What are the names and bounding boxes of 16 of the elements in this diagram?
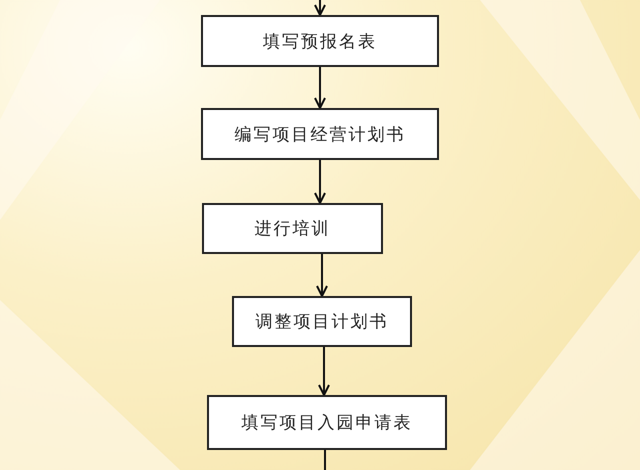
arrow xyxy=(314,160,326,204)
process-box xyxy=(207,395,447,450)
process-box xyxy=(202,203,383,254)
process-box xyxy=(232,296,412,347)
step-label: 编写项目经营计划书 xyxy=(234,124,406,146)
arrow xyxy=(316,254,328,297)
step-label: 填写项目入园申请表 xyxy=(242,412,412,434)
connector-line xyxy=(324,450,326,470)
arrow xyxy=(314,0,326,16)
process-box xyxy=(201,108,439,160)
step-label: 填写预报名表 xyxy=(263,30,377,52)
arrow xyxy=(314,67,326,109)
process-box xyxy=(201,15,439,67)
arrow xyxy=(318,347,330,396)
step-label: 调整项目计划书 xyxy=(256,311,388,333)
step-label: 进行培训 xyxy=(254,218,330,240)
